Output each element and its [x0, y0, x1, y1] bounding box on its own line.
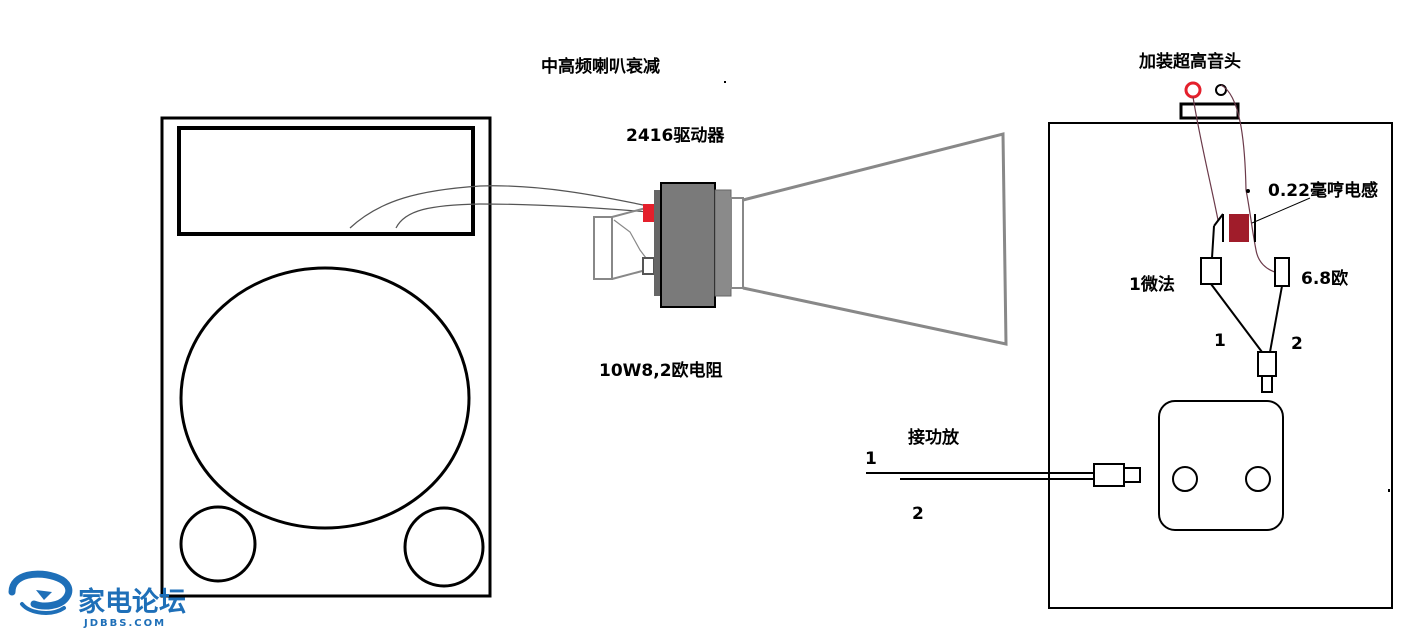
amp-wire-1-label: 1: [865, 449, 877, 469]
logo-name: 家电论坛: [78, 586, 186, 618]
connector-pin: [1261, 375, 1273, 393]
capacitor-label: 1微法: [1129, 274, 1175, 295]
input-socket: [1158, 400, 1284, 531]
tweeter-label: 加装超高音头: [1138, 51, 1241, 72]
port-right: [403, 506, 485, 588]
resistor-6-8: [1274, 257, 1290, 287]
driver-label: 2416驱动器: [626, 126, 725, 146]
logo-swirl-icon: [8, 570, 73, 615]
amp-wire-2-label: 2: [912, 504, 924, 524]
resistor2-label: 6.8欧: [1301, 268, 1348, 289]
driver-terminal-red: [643, 204, 655, 222]
cabinet-outline: [160, 116, 492, 598]
socket-hole-left: [1172, 466, 1198, 492]
port-left: [179, 505, 257, 583]
tweeter-terminal-red: [1184, 81, 1202, 99]
inductor: [1211, 213, 1256, 259]
capacitor: [1200, 257, 1222, 285]
inductor-leader: [1251, 197, 1311, 224]
amp-label: 接功放: [908, 427, 960, 448]
terminal-1-label: 1: [1214, 331, 1226, 351]
driver-flange-right: [714, 189, 732, 297]
inductor-label: 0.22毫哼电感: [1268, 180, 1378, 201]
tweeter-base: [1179, 102, 1240, 120]
driver-body: [660, 182, 716, 308]
terminal-2-label: 2: [1291, 334, 1303, 354]
horn-driver-assembly: [593, 132, 1008, 346]
connector-plug: [1257, 351, 1277, 377]
driver-terminal-grey: [642, 257, 655, 275]
cabinet-outline-right: [1048, 122, 1393, 609]
horn-opening-rect: [177, 126, 475, 236]
speaker-cabinet-right: [1048, 81, 1393, 609]
amp-plug: [1093, 463, 1125, 487]
logo-domain: JDBBS.COM: [83, 618, 166, 629]
socket-hole-right: [1245, 466, 1271, 492]
driver-flange-left: [654, 190, 662, 296]
woofer-circle: [179, 266, 471, 530]
tweeter-wires: [1192, 84, 1279, 274]
signal-wires: [349, 185, 649, 229]
tweeter-terminal-black: [1215, 84, 1227, 96]
amp-plug-pin: [1123, 467, 1141, 483]
amp-input-cable: [866, 463, 1141, 487]
diagram-title: 中高频喇叭衰减: [541, 56, 660, 77]
horn-throat: [730, 197, 744, 289]
jdbbs-logo: 家电论坛 JDBBS.COM: [8, 570, 186, 629]
speaker-cabinet-left: [160, 116, 492, 598]
resistor-label: 10W8,2欧电阻: [599, 360, 723, 381]
horn-bell: [742, 132, 1008, 346]
resistor-box: [593, 216, 613, 280]
